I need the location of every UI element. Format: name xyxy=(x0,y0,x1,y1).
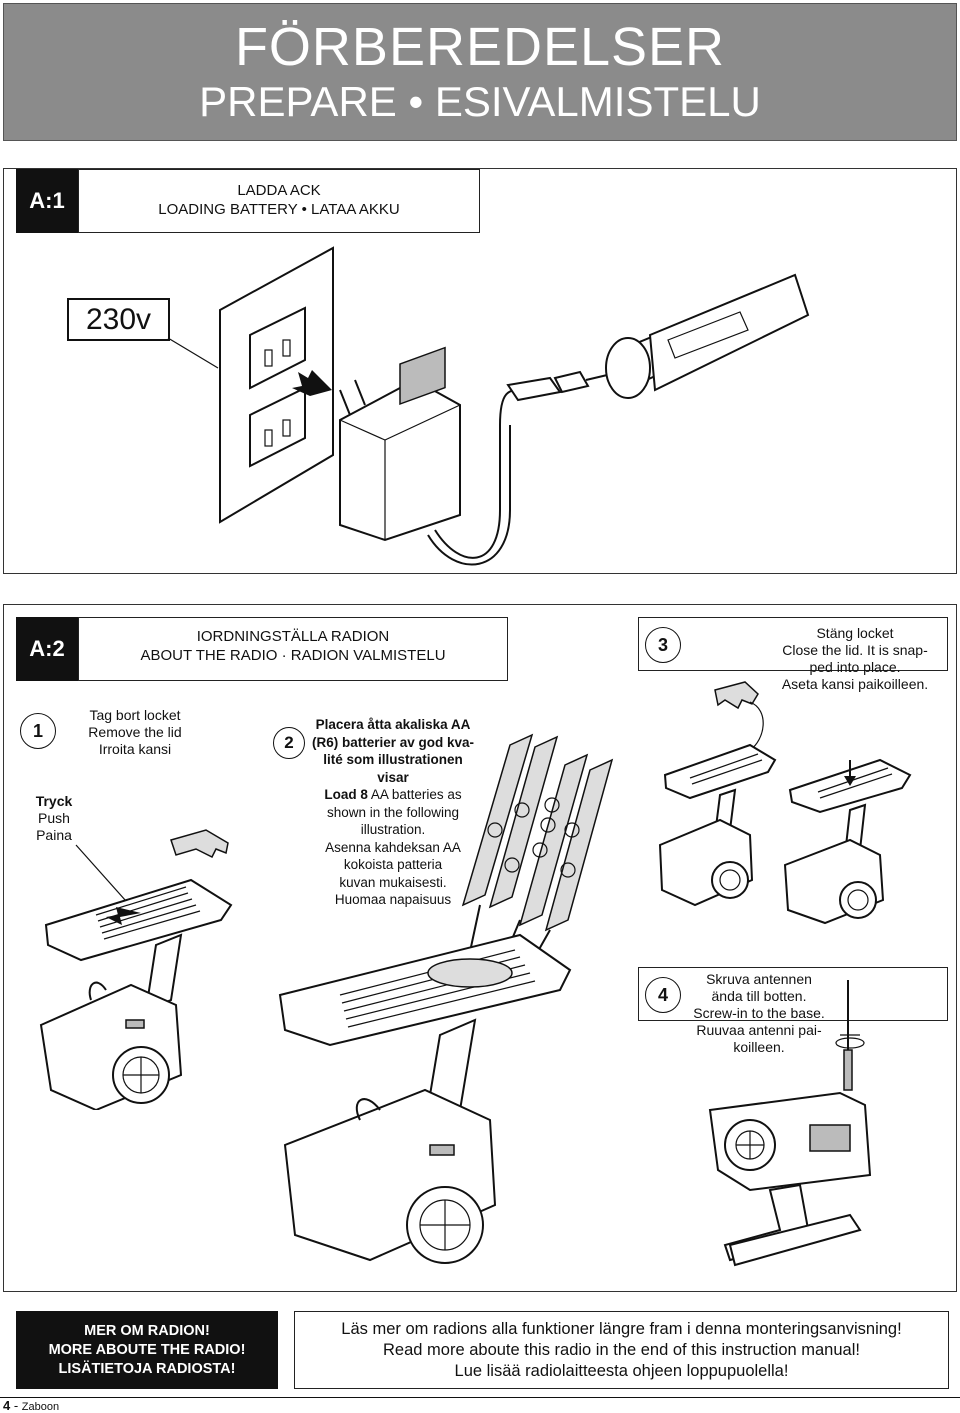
more-about-radio-en: MORE ABOUTE THE RADIO! xyxy=(48,1341,246,1358)
section-a1-title-sv: LADDA ACK xyxy=(237,182,321,199)
more-about-radio-sv: MER OM RADION! xyxy=(84,1322,210,1339)
step2-fi-line3: kuvan mukaisesti. xyxy=(339,874,447,890)
step2-number: 2 xyxy=(273,727,305,759)
step3-radio-illustration xyxy=(658,681,912,925)
step4-text: Skruva antennen ända till botten. Screw-… xyxy=(680,971,838,1056)
voltage-label-box: 230v xyxy=(67,298,170,341)
more-about-radio-box: MER OM RADION! MORE ABOUTE THE RADIO! LI… xyxy=(16,1311,278,1389)
section-a1-title-en-fi: LOADING BATTERY • LATAA AKKU xyxy=(158,201,400,218)
step2-en-bold: Load 8 xyxy=(324,787,368,802)
page-number: 4 - Zaboon xyxy=(3,1398,59,1413)
header-title-en-fi: PREPARE • ESIVALMISTELU xyxy=(199,78,761,125)
step2-fi-line4: Huomaa napaisuus xyxy=(334,892,452,907)
section-a1-title: LADDA ACK LOADING BATTERY • LATAA AKKU xyxy=(78,169,480,233)
more-info-sv: Läs mer om radions alla funktioner längr… xyxy=(341,1320,902,1338)
step1-line-en: Remove the lid xyxy=(88,724,182,740)
push-label: Tryck Push Paina xyxy=(22,793,86,844)
step4-line4: Ruuvaa antenni pai- xyxy=(696,1022,822,1038)
step3-line1: Stäng locket xyxy=(816,625,894,641)
section-a2-label: A:2 xyxy=(16,617,78,681)
step3-line4: Aseta kansi paikoilleen. xyxy=(781,676,929,692)
step3-line3: ped into place. xyxy=(809,659,901,675)
push-label-fi: Paina xyxy=(36,827,72,843)
voltage-label: 230v xyxy=(85,302,152,336)
step4-number: 4 xyxy=(645,977,681,1013)
section-a2-title: IORDNINGSTÄLLA RADION ABOUT THE RADIO · … xyxy=(78,617,508,681)
push-label-en: Push xyxy=(38,810,70,826)
step1-line-fi: Irroita kansi xyxy=(98,741,172,757)
step4-line5: koilleen. xyxy=(733,1039,785,1055)
step2-sv-line3: lité som illustrationen xyxy=(323,752,463,767)
step2-en-line2: shown in the following xyxy=(326,804,460,820)
section-a2-title-en-fi: ABOUT THE RADIO · RADION VALMISTELU xyxy=(140,647,446,664)
charger-illustration xyxy=(167,246,810,566)
section-a2-title-sv: IORDNINGSTÄLLA RADION xyxy=(196,628,390,645)
push-label-sv: Tryck xyxy=(35,793,73,809)
step1-number: 1 xyxy=(20,713,56,749)
section-a2-panel xyxy=(3,604,957,1292)
more-info-fi: Lue lisää radiolaitteesta ohjeen loppupu… xyxy=(454,1362,789,1380)
section-a1-panel xyxy=(3,168,957,574)
more-info-en: Read more aboute this radio in the end o… xyxy=(383,1341,860,1359)
step2-en-line3: illustration. xyxy=(360,822,426,837)
step4-line3: Screw-in to the base. xyxy=(693,1005,825,1021)
step2-fi-line1: Asenna kahdeksan AA xyxy=(325,839,461,855)
step2-battery-radio-illustration xyxy=(278,733,614,1264)
step3-line2: Close the lid. It is snap- xyxy=(782,642,928,658)
page-number-value: 4 xyxy=(3,1398,11,1413)
aa-batteries xyxy=(461,733,614,932)
step4-antenna-radio-illustration xyxy=(708,980,872,1267)
step2-fi-line2: kokoista patteria xyxy=(343,857,443,872)
step1-line-sv: Tag bort locket xyxy=(89,707,181,723)
step2-en-line1: Load 8 AA batteries as xyxy=(302,786,484,804)
step2-en-rest: AA batteries as xyxy=(367,787,462,802)
section-a1-label: A:1 xyxy=(16,169,78,233)
step2-sv-line4: visar xyxy=(377,769,409,785)
more-about-radio-fi: LISÄTIETOJA RADIOSTA! xyxy=(58,1360,236,1377)
step2-sv-line2: (R6) batterier av god kva- xyxy=(311,734,475,750)
page-number-label: Zaboon xyxy=(21,1401,60,1413)
page-header: FÖRBEREDELSER PREPARE • ESIVALMISTELU xyxy=(3,3,957,141)
page-number-sep: - xyxy=(10,1398,22,1413)
header-title-sv: FÖRBEREDELSER xyxy=(234,17,726,77)
step2-text: Placera åtta akaliska AA (R6) batterier … xyxy=(302,716,484,909)
step4-line2: ända till botten. xyxy=(711,988,807,1004)
step1-radio-illustration xyxy=(39,829,233,1110)
step3-text: Stäng locket Close the lid. It is snap- … xyxy=(770,625,940,693)
step4-line1: Skruva antennen xyxy=(706,971,812,987)
page-footer-rule xyxy=(0,1397,960,1398)
step1-text: Tag bort locket Remove the lid Irroita k… xyxy=(70,707,200,758)
step2-sv-line1: Placera åtta akaliska AA xyxy=(315,717,471,732)
step4-header-box xyxy=(638,967,948,1021)
step3-header-box xyxy=(638,617,948,671)
step3-number: 3 xyxy=(645,627,681,663)
more-info-box: Läs mer om radions alla funktioner längr… xyxy=(294,1311,949,1389)
